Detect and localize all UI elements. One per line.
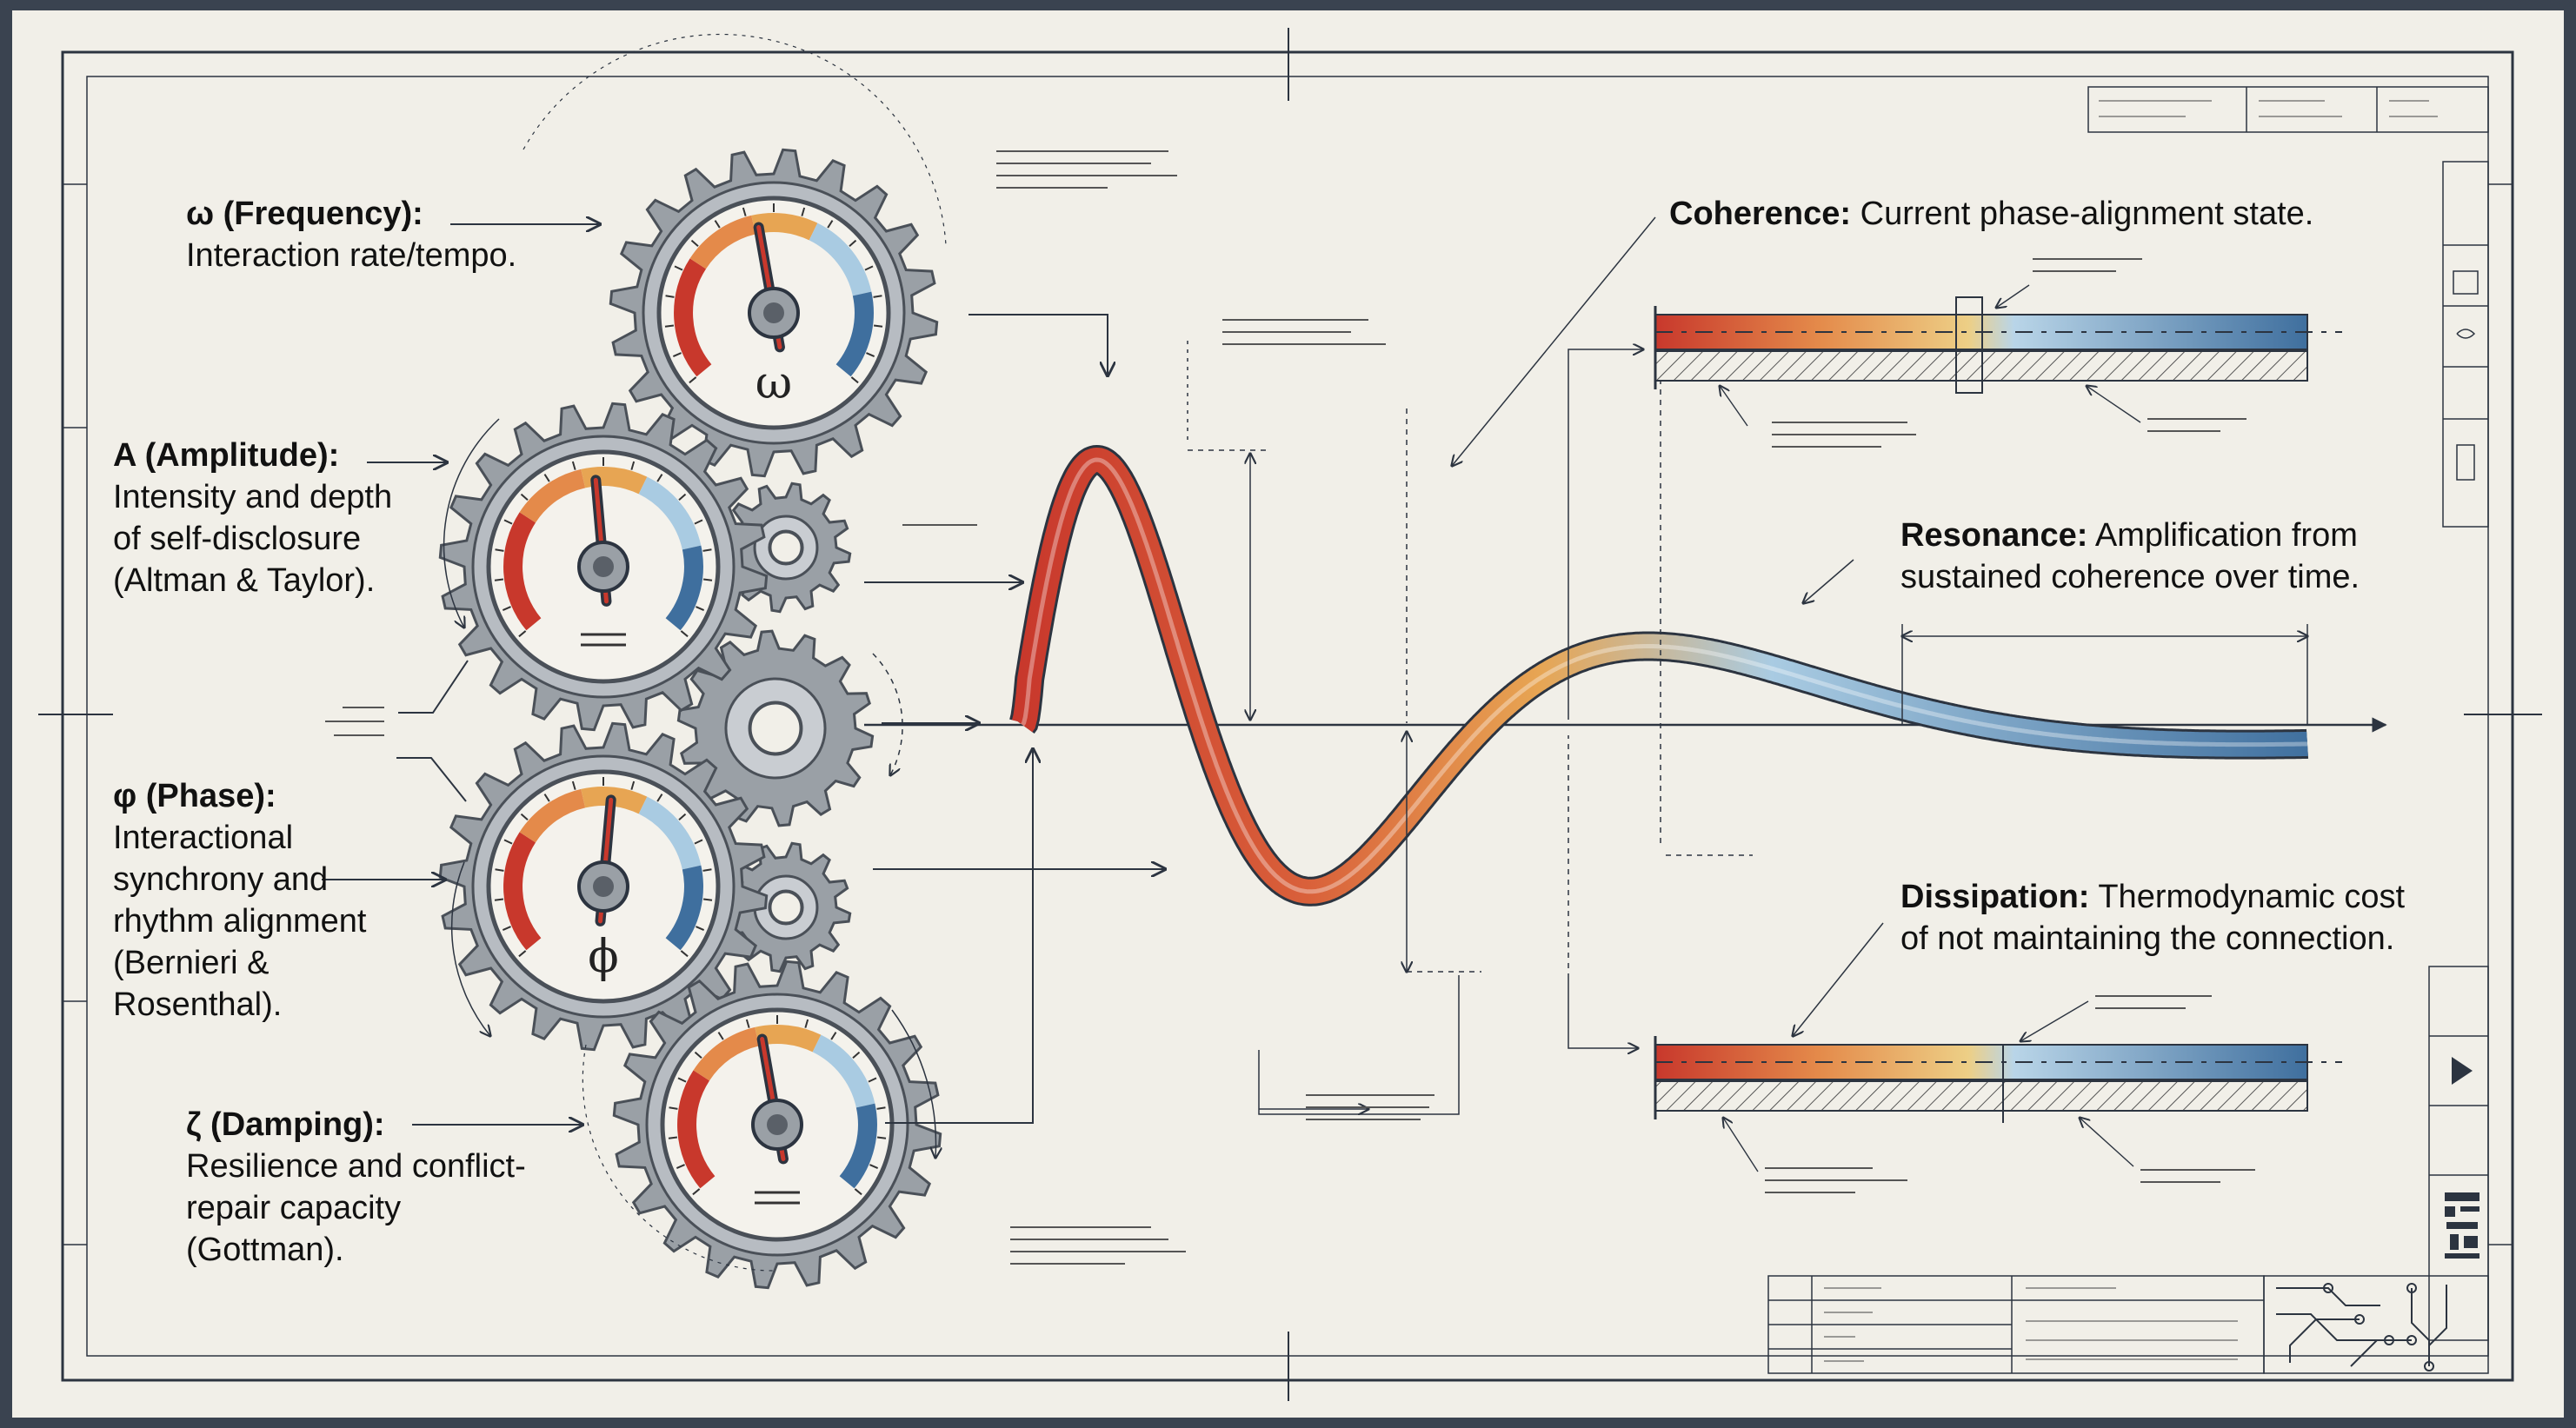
damping-desc-1: Resilience and conflict- <box>186 1148 526 1185</box>
dissipation-bar <box>1654 1000 2342 1172</box>
resonance-title: Resonance: <box>1900 517 2088 554</box>
frequency-desc-1: Interaction rate/tempo. <box>186 237 517 274</box>
gauge-symbol: ω <box>755 357 792 409</box>
amplitude-label: A (Amplitude): Intensity and depth of se… <box>113 435 392 601</box>
gear-icon <box>720 841 852 973</box>
oscillator-diagram: ωϕ <box>38 28 2542 1401</box>
phase-title: φ (Phase): <box>113 778 276 814</box>
damped-wave <box>1009 444 2309 907</box>
gauge-symbol: ϕ <box>588 931 618 983</box>
phase-desc-2: synchrony and <box>113 861 329 898</box>
dimension-lines <box>1187 216 2307 1115</box>
annotation-marks <box>325 150 2255 1265</box>
dissipation-title: Dissipation: <box>1900 879 2090 915</box>
damping-desc-3: (Gottman). <box>186 1232 344 1268</box>
gauge-icon: ω <box>609 148 939 478</box>
amplitude-desc-1: Intensity and depth <box>113 479 393 515</box>
play-icon <box>2452 1057 2473 1085</box>
qr-code-icon <box>2445 1192 2479 1259</box>
phase-desc-3: rhythm alignment <box>113 903 367 940</box>
amplitude-desc-2: of self-disclosure <box>113 521 362 557</box>
frequency-label: ω (Frequency): Interaction rate/tempo. <box>186 193 516 276</box>
amplitude-title: A (Amplitude): <box>113 437 340 474</box>
damping-label: ζ (Damping): Resilience and conflict- re… <box>186 1104 526 1271</box>
damping-title: ζ (Damping): <box>186 1106 385 1143</box>
phase-desc-1: Interactional <box>113 820 294 856</box>
dissipation-desc-1: Thermodynamic cost <box>2098 879 2406 915</box>
amplitude-desc-3: (Altman & Taylor). <box>113 562 376 599</box>
coherence-label: Coherence: Current phase-alignment state… <box>1669 193 2313 235</box>
coherence-title: Coherence: <box>1669 196 1852 232</box>
sheet-border <box>38 28 2542 1401</box>
gear-assembly: ωϕ <box>438 148 942 1290</box>
frequency-title: ω (Frequency): <box>186 196 423 232</box>
coherence-desc-1: Current phase-alignment state. <box>1860 196 2314 232</box>
title-block-bottom <box>1767 1275 2489 1374</box>
resonance-desc-1: Amplification from <box>2094 517 2358 554</box>
phase-label: φ (Phase): Interactional synchrony and r… <box>113 775 366 1026</box>
phase-desc-5: Rosenthal). <box>113 986 283 1023</box>
gauge-icon: ϕ <box>438 721 769 1052</box>
phase-desc-4: (Bernieri & <box>113 945 270 981</box>
title-block-top <box>2087 86 2489 133</box>
circuit-icon <box>2276 1283 2447 1372</box>
gauge-icon <box>612 960 942 1290</box>
coherence-bar <box>1654 284 2342 427</box>
gear-icon <box>676 629 875 827</box>
resonance-label: Resonance: Amplification from sustained … <box>1900 515 2360 598</box>
label-arrows <box>322 33 1165 1272</box>
dissipation-desc-2: of not maintaining the connection. <box>1900 920 2395 957</box>
gauge-icon <box>438 402 769 732</box>
resonance-desc-2: sustained coherence over time. <box>1900 559 2360 595</box>
damping-desc-2: repair capacity <box>186 1190 402 1226</box>
side-panel <box>2428 161 2489 1341</box>
dissipation-label: Dissipation: Thermodynamic cost of not m… <box>1900 876 2405 960</box>
